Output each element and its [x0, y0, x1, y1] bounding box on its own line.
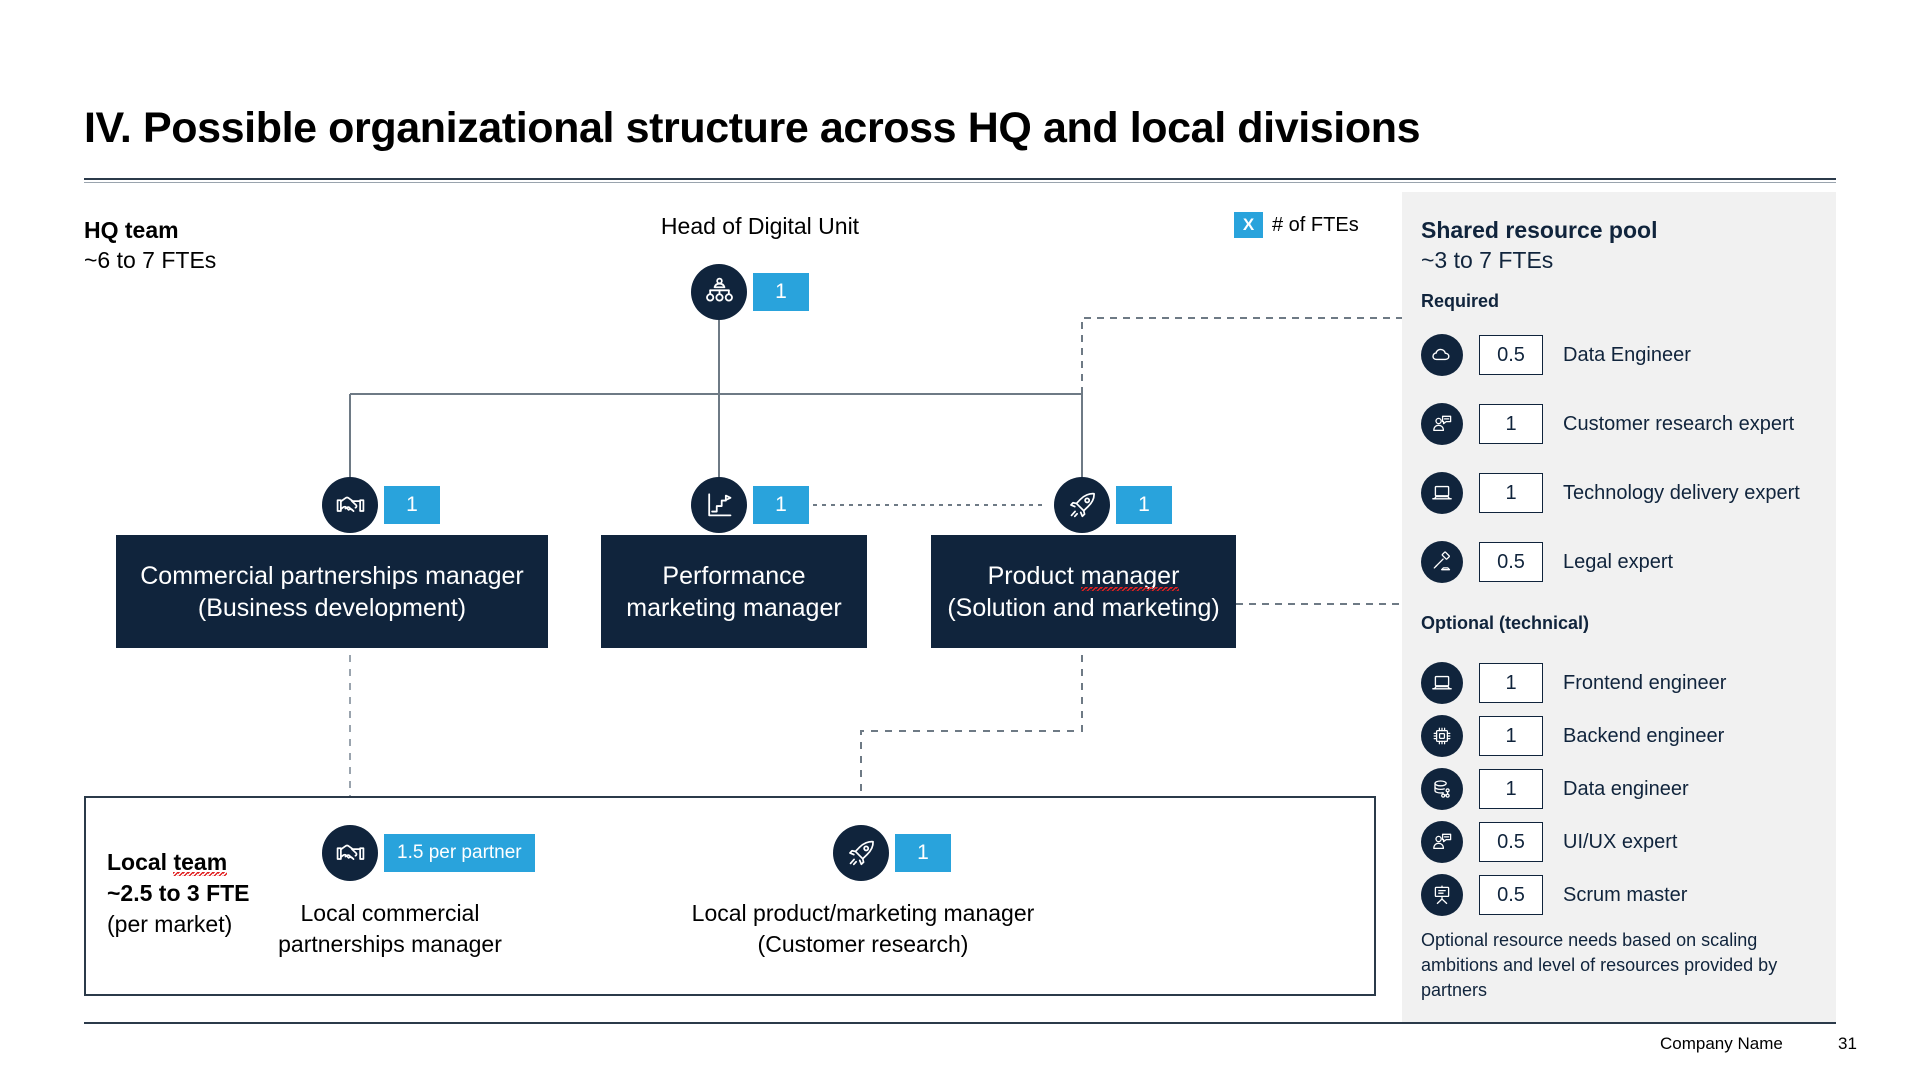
page-title: IV. Possible organizational structure ac…	[84, 104, 1421, 152]
rocket-icon	[1054, 477, 1110, 533]
pool-label-technology-delivery-expert: Technology delivery expert	[1563, 481, 1800, 504]
pool-fte-data-engineer-required: 0.5	[1479, 335, 1543, 375]
local-commercial-caption-line1: Local commercial	[300, 900, 480, 926]
legend-fte: X # of FTEs	[1234, 212, 1359, 238]
chip-icon	[1421, 715, 1463, 757]
pool-fte-technology-delivery-expert: 1	[1479, 473, 1543, 513]
node-commercial-partnerships-manager[interactable]: 1	[322, 477, 440, 533]
laptop-icon	[1421, 662, 1463, 704]
pool-row-legal-expert[interactable]: 0.5 Legal expert	[1421, 541, 1673, 583]
rolebox-performance-marketing-manager[interactable]: Performance marketing manager	[601, 535, 867, 648]
shared-resource-pool-title: Shared resource pool ~3 to 7 FTEs	[1421, 215, 1657, 275]
handshake-icon	[322, 477, 378, 533]
pool-fte-frontend-engineer: 1	[1479, 663, 1543, 703]
rolebox-product-line1: Product manager	[987, 561, 1180, 590]
laptop-icon	[1421, 472, 1463, 514]
pool-label-scrum-master: Scrum master	[1563, 883, 1688, 906]
database-icon	[1421, 768, 1463, 810]
gavel-icon	[1421, 541, 1463, 583]
rolebox-product-manager[interactable]: Product manager (Solution and marketing)	[931, 535, 1236, 648]
pool-label-data-engineer-required: Data Engineer	[1563, 343, 1691, 366]
pool-title-line1: Shared resource pool	[1421, 217, 1658, 243]
rolebox-commercial-line2: (Business development)	[197, 593, 467, 622]
node-commercial-badge: 1	[384, 486, 440, 524]
pool-row-data-engineer-optional[interactable]: 1 Data engineer	[1421, 768, 1689, 810]
rolebox-performance-line1: Performance	[662, 561, 806, 590]
local-team-label-line3: (per market)	[107, 911, 233, 937]
footer-page-number: 31	[1838, 1034, 1857, 1053]
pool-row-technology-delivery-expert[interactable]: 1 Technology delivery expert	[1421, 472, 1800, 514]
node-product-badge: 1	[1116, 486, 1172, 524]
shared-resource-pool-panel	[1402, 192, 1836, 1022]
local-product-caption-line2: (Customer research)	[757, 931, 969, 957]
pool-label-frontend-engineer: Frontend engineer	[1563, 671, 1727, 694]
local-product-caption-line1: Local product/marketing manager	[691, 900, 1035, 926]
local-team-label-line2: ~2.5 to 3 FTE	[107, 880, 250, 906]
rolebox-product-line2: (Solution and marketing)	[947, 593, 1220, 622]
pool-label-customer-research-expert: Customer research expert	[1563, 412, 1795, 435]
legend-label: # of FTEs	[1272, 213, 1359, 236]
rolebox-commercial-partnerships-manager[interactable]: Commercial partnerships manager (Busines…	[116, 535, 548, 648]
easel-icon	[1421, 874, 1463, 916]
footer-divider	[84, 1022, 1836, 1024]
pool-label-data-engineer-optional: Data engineer	[1563, 777, 1689, 800]
local-team-label: Local team ~2.5 to 3 FTE (per market)	[107, 847, 250, 940]
node-head-badge: 1	[753, 273, 809, 311]
node-head-of-digital-unit[interactable]: 1	[691, 264, 809, 320]
node-local-commercial-badge: 1.5 per partner	[384, 834, 535, 872]
pool-footnote: Optional resource needs based on scaling…	[1421, 930, 1778, 1000]
pool-row-ui-ux-expert[interactable]: 0.5 UI/UX expert	[1421, 821, 1677, 863]
pool-fte-ui-ux-expert: 0.5	[1479, 822, 1543, 862]
node-product-manager[interactable]: 1	[1054, 477, 1172, 533]
rolebox-commercial-line1: Commercial partnerships manager	[140, 561, 524, 590]
hq-team-label: HQ team ~6 to 7 FTEs	[84, 215, 216, 275]
footer-company-name: Company Name	[1660, 1034, 1783, 1053]
hq-team-label-line2: ~6 to 7 FTEs	[84, 247, 217, 273]
local-team-label-line1: Local team	[107, 849, 228, 875]
pool-row-frontend-engineer[interactable]: 1 Frontend engineer	[1421, 662, 1726, 704]
pool-fte-legal-expert: 0.5	[1479, 542, 1543, 582]
user-chat-icon	[1421, 403, 1463, 445]
local-commercial-caption-line2: partnerships manager	[278, 931, 502, 957]
pool-fte-scrum-master: 0.5	[1479, 875, 1543, 915]
node-performance-marketing-manager[interactable]: 1	[691, 477, 809, 533]
user-chat-icon	[1421, 821, 1463, 863]
pool-required-heading: Required	[1421, 291, 1500, 311]
pool-label-legal-expert: Legal expert	[1563, 550, 1674, 573]
pool-fte-backend-engineer: 1	[1479, 716, 1543, 756]
pool-label-ui-ux-expert: UI/UX expert	[1563, 830, 1678, 853]
title-divider	[84, 178, 1836, 183]
pool-optional-heading: Optional (technical)	[1421, 613, 1590, 633]
cloud-icon	[1421, 334, 1463, 376]
handshake-icon	[322, 825, 378, 881]
local-commercial-caption: Local commercial partnerships manager	[230, 898, 550, 960]
node-local-product-badge: 1	[895, 834, 951, 872]
pool-row-scrum-master[interactable]: 0.5 Scrum master	[1421, 874, 1687, 916]
node-performance-badge: 1	[753, 486, 809, 524]
growth-chart-icon	[691, 477, 747, 533]
pool-row-backend-engineer[interactable]: 1 Backend engineer	[1421, 715, 1724, 757]
org-hierarchy-icon	[691, 264, 747, 320]
pool-title-line2: ~3 to 7 FTEs	[1421, 247, 1554, 273]
pool-fte-customer-research-expert: 1	[1479, 404, 1543, 444]
head-of-digital-unit-title: Head of Digital Unit	[660, 213, 860, 239]
node-local-commercial-partnerships-manager[interactable]: 1.5 per partner	[322, 825, 535, 881]
pool-row-customer-research-expert[interactable]: 1 Customer research expert	[1421, 403, 1794, 445]
local-product-caption: Local product/marketing manager (Custome…	[628, 898, 1098, 960]
pool-label-backend-engineer: Backend engineer	[1563, 724, 1725, 747]
local-team-container	[84, 796, 1376, 996]
node-local-product-marketing-manager[interactable]: 1	[833, 825, 951, 881]
rolebox-performance-line2: marketing manager	[626, 593, 842, 622]
pool-row-data-engineer-required[interactable]: 0.5 Data Engineer	[1421, 334, 1691, 376]
hq-team-label-line1: HQ team	[84, 217, 179, 243]
pool-fte-data-engineer-optional: 1	[1479, 769, 1543, 809]
legend-badge: X	[1234, 212, 1263, 238]
rocket-icon	[833, 825, 889, 881]
